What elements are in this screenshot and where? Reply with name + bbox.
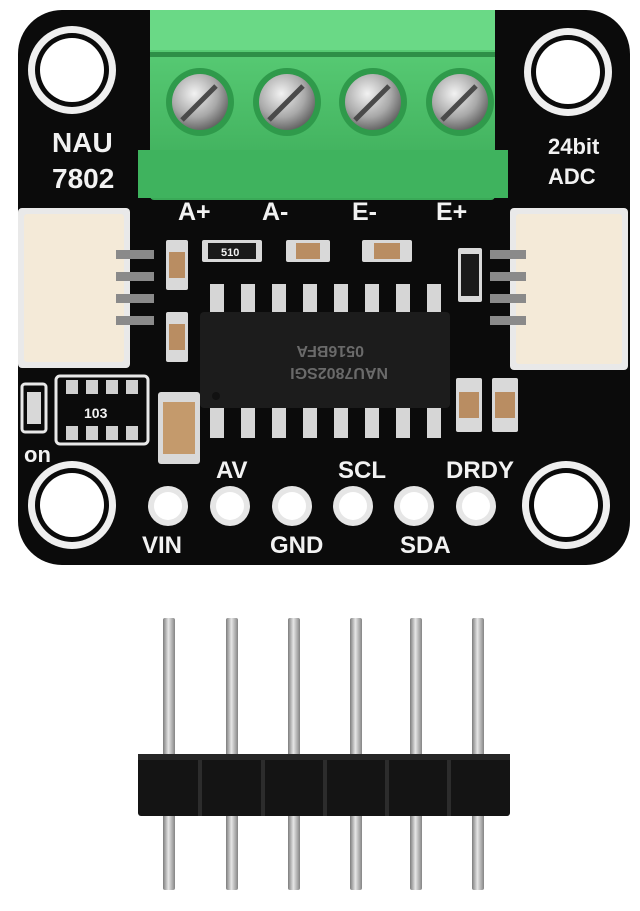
stemma-qt-connector-left — [18, 208, 154, 368]
capacitor — [286, 240, 330, 262]
pin-label: SDA — [400, 532, 451, 559]
resistor: 510 — [202, 240, 262, 262]
chip-name-label: NAU — [52, 127, 113, 158]
header-holes — [148, 486, 496, 526]
capacitor — [492, 378, 518, 432]
capacitor — [456, 378, 482, 432]
resistor-marking: 510 — [221, 247, 239, 259]
pin-label: AV — [216, 457, 248, 484]
mounting-hole-top-left — [28, 26, 116, 114]
chip-number-label: 7802 — [52, 163, 114, 194]
capacitor — [166, 240, 188, 290]
terminal-label: A+ — [178, 198, 211, 226]
array-marking: 103 — [84, 405, 108, 421]
pin-label: SCL — [338, 457, 386, 484]
capacitor-large — [158, 392, 200, 464]
terminal-label: E+ — [436, 198, 467, 226]
pin-label: VIN — [142, 532, 182, 559]
resolution-label: 24bit — [548, 134, 600, 159]
adc-label: ADC — [548, 164, 596, 189]
chip-marking: NAU7802SGI — [290, 364, 388, 381]
chip-lot-marking: 0516BFA — [296, 342, 364, 359]
ic-pins-top — [210, 284, 441, 320]
capacitor — [362, 240, 412, 262]
terminal-screw — [166, 68, 234, 136]
pin-header-strip — [138, 618, 510, 890]
terminal-screw — [426, 68, 494, 136]
pin-label: DRDY — [446, 457, 514, 484]
capacitor — [166, 312, 188, 362]
mounting-hole-bottom-left — [28, 461, 116, 549]
resistor-array: 103 — [54, 374, 150, 446]
stemma-qt-connector-right — [490, 208, 628, 370]
screw-terminal-block — [138, 10, 508, 200]
terminal-label: A- — [262, 198, 288, 226]
resistor — [458, 248, 482, 302]
power-led — [20, 382, 48, 434]
terminal-label: E- — [352, 198, 377, 226]
pin-label: GND — [270, 532, 323, 559]
chip-pin1-dot — [212, 392, 220, 400]
mounting-hole-bottom-right — [522, 461, 610, 549]
adc-chip — [200, 312, 450, 408]
mounting-hole-top-right — [524, 28, 612, 116]
terminal-screw — [339, 68, 407, 136]
power-led-label: on — [24, 442, 51, 467]
terminal-screw — [253, 68, 321, 136]
